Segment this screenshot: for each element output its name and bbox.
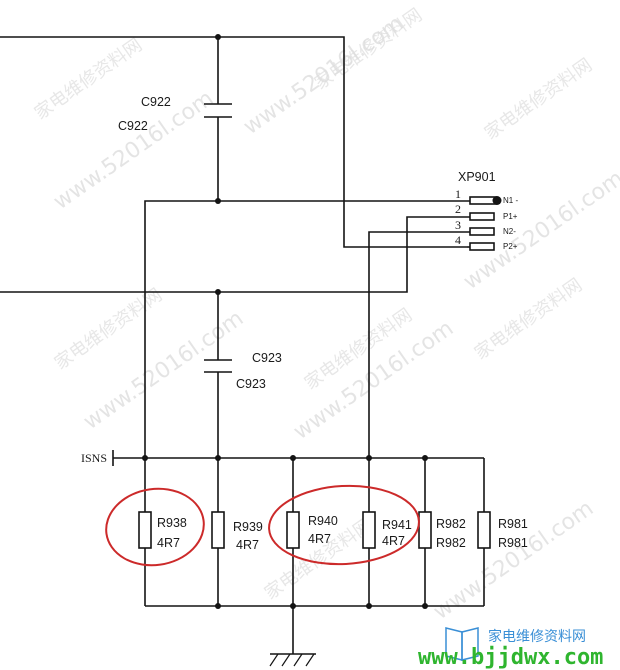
brand-url: www.bjjdwx.com (418, 645, 603, 670)
connector-pin-3 (469, 227, 495, 236)
pin-name: P2+ (503, 242, 518, 251)
pin-number: 3 (455, 218, 461, 232)
watermark-text: www.52016l.com (49, 86, 218, 215)
capacitor-c923: C923 C923 (204, 351, 282, 391)
capacitor-ref-dup: C922 (118, 119, 148, 133)
resistor-r982: R982 R982 (418, 511, 466, 550)
resistor-r938: R938 4R7 (138, 511, 187, 550)
junction-dot (366, 603, 372, 609)
junction-dot (366, 455, 372, 461)
watermark-cjk: 家电维修资料网 (31, 35, 146, 124)
book-logo-icon (445, 627, 479, 661)
junction-dot (422, 455, 428, 461)
junction-dot (215, 289, 221, 295)
highlight-marks (105, 484, 420, 567)
watermark-cjk: 家电维修资料网 (311, 5, 426, 94)
pin-number: 1 (455, 187, 461, 201)
resistor-r939: R939 4R7 (211, 511, 263, 552)
connector-pin-1 (469, 196, 497, 205)
resistor-r940: R940 4R7 (286, 511, 338, 549)
brand-cjk-name: 家电维修资料网 (488, 628, 586, 645)
resistor-value: R982 (436, 536, 466, 550)
capacitor-ref: C922 (141, 95, 171, 109)
resistor-ref: R981 (498, 517, 528, 531)
watermark-cjk: 家电维修资料网 (261, 515, 376, 604)
pin-number: 2 (455, 202, 461, 216)
highlight-circle-r940-r941 (268, 484, 420, 566)
junction-dot (290, 455, 296, 461)
resistor-r941: R941 4R7 (362, 511, 412, 549)
capacitor-ref: C923 (252, 351, 282, 365)
pin-name: N2- (503, 227, 516, 236)
resistor-ref: R940 (308, 514, 338, 528)
junction-dot (290, 603, 296, 609)
highlight-circle-r938 (105, 487, 205, 567)
resistor-value: 4R7 (236, 538, 259, 552)
pin-name: P1+ (503, 212, 518, 221)
resistor-value: 4R7 (157, 536, 180, 550)
junction-dot (142, 455, 148, 461)
junction-dot (215, 198, 221, 204)
resistor-ref: R938 (157, 516, 187, 530)
resistor-value: 4R7 (382, 534, 405, 548)
capacitor-c922: C922 C922 (118, 95, 232, 133)
junction-dot (422, 603, 428, 609)
capacitor-ref-dup: C923 (236, 377, 266, 391)
resistor-ref: R939 (233, 520, 263, 534)
connector-pin-4 (469, 242, 495, 251)
resistor-r981: R981 R981 (477, 511, 528, 550)
resistor-value: 4R7 (308, 532, 331, 546)
resistor-ref: R982 (436, 517, 466, 531)
pin-name: N1 - (503, 196, 518, 205)
brand-footer: 家电维修资料网 www.bjjdwx.com (418, 627, 603, 670)
wires (0, 36, 485, 654)
pin-1-terminal (492, 196, 502, 205)
watermark-cjk: 家电维修资料网 (51, 285, 166, 374)
watermark-cjk: 家电维修资料网 (481, 55, 596, 144)
junction-dot (215, 34, 221, 40)
junction-dot (215, 603, 221, 609)
net-label-isns: ISNS (81, 450, 114, 466)
connector-ref: XP901 (458, 170, 496, 184)
resistor-ref: R941 (382, 518, 412, 532)
ground-symbol (269, 653, 316, 667)
connector-pin-2 (469, 212, 495, 221)
connector-xp901: XP901 1 N1 - 2 P1+ 3 N2- 4 P2+ (455, 170, 518, 251)
junction-dot (215, 455, 221, 461)
junctions (142, 34, 428, 609)
pin-number: 4 (455, 233, 461, 247)
resistor-value: R981 (498, 536, 528, 550)
net-label: ISNS (81, 451, 107, 465)
watermark-cjk: 家电维修资料网 (471, 275, 586, 364)
